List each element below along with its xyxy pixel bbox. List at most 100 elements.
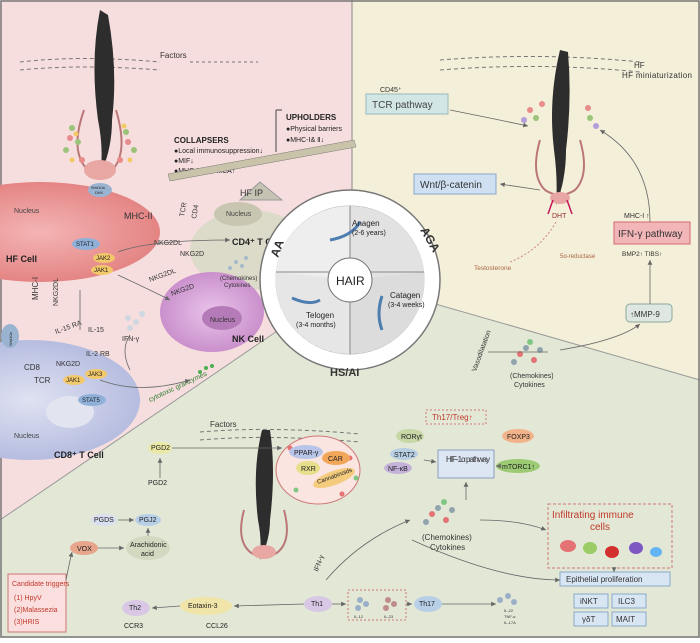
upholders-item-1: ●Physical barriers [286, 126, 342, 133]
aga-arrows [449, 109, 653, 353]
upholders-title: UPHOLDERS [286, 113, 337, 122]
svg-text:RXR: RXR [301, 466, 316, 473]
svg-text:γδT: γδT [582, 615, 595, 624]
hf-ip-label: HF IP [240, 188, 263, 198]
hsai-factors-label: Factors [210, 420, 237, 429]
collapsers-item-2: ●MIF↓ [174, 158, 194, 165]
svg-text:STAT2: STAT2 [394, 452, 415, 459]
innate-cells: iNKT ILC3 γδT MAIT [573, 593, 647, 627]
jak2-label-hf: JAK2 [96, 256, 111, 262]
hf-cell-label: HF Cell [6, 254, 37, 264]
svg-text:iNKT: iNKT [580, 597, 598, 606]
tcr-cd8-label: TCR [34, 376, 51, 385]
svg-text:PGJ2: PGJ2 [139, 517, 157, 524]
aa-hair-follicle [19, 10, 161, 180]
testosterone-label: Testosterone [474, 265, 512, 272]
candidate-item-2: (2)Malassezia [14, 607, 58, 614]
il15-label: IL-15 [88, 327, 104, 334]
nkg2dl-label-1: NKG2DL [154, 240, 182, 247]
svg-text:RORγt: RORγt [401, 434, 422, 441]
jak1-label-cd8: JAK1 [66, 378, 81, 384]
infiltrating-label: Infiltrating immune [552, 510, 634, 521]
hf-miniaturization-label-1: HF [634, 61, 645, 70]
aa-arrows [79, 237, 231, 388]
hf-miniaturization-label: HF miniaturization [622, 71, 692, 80]
hsai-section-label: HS/AI [330, 367, 359, 379]
epithelial-label: Epithelial proliferation [566, 575, 643, 584]
mhc-i-label: MHC-I [31, 277, 40, 300]
mmp9-box [625, 303, 673, 323]
ifn-pathway-label: IFN-γ pathway [618, 229, 682, 240]
svg-text:PGD2: PGD2 [151, 445, 170, 452]
nkg2d-label-3: NKG2D [56, 361, 80, 368]
hsai-chemokine-cluster: (Chemokines) Cytokines [422, 499, 472, 552]
svg-text:Cytokines: Cytokines [430, 543, 465, 552]
svg-text:Arachidonic: Arachidonic [130, 542, 167, 549]
wnt10a-top: Wnt10a DKK [88, 183, 112, 197]
svg-text:FOXP3: FOXP3 [507, 434, 530, 441]
telogen-duration: (3-4 months) [296, 322, 336, 329]
tcr-label: TCR [179, 202, 188, 217]
wnt10a-left: Wnt10a [1, 324, 19, 348]
nk-nucleus-label: Nucleus [210, 317, 236, 324]
svg-text:Th1: Th1 [311, 601, 323, 608]
mhc-ii-label: MHC-II [124, 211, 153, 221]
svg-text:DKK: DKK [95, 190, 104, 195]
anagen-label: Anagen [352, 219, 380, 228]
svg-text:acid: acid [141, 551, 154, 558]
hf-cell-body [0, 182, 160, 282]
catagen-duration: (3-4 weeks) [388, 302, 425, 309]
t-helper-cells: Th1 Th17 Th2 CCR3 Eotaxin-3 CCL26 [122, 596, 442, 630]
hair-cycle-wheel: HAIR AA AGA HS/AI Anagen (2-6 years) Cat… [259, 189, 443, 379]
aga-chemokines-label: (Chemokines) [510, 373, 554, 380]
jak1-label-hf: JAK1 [94, 268, 109, 274]
svg-text:Wnt10a: Wnt10a [8, 331, 13, 346]
cd4-nucleus-label: Nucleus [226, 211, 252, 218]
anagen-duration: (2-6 years) [352, 230, 386, 237]
hif-label: HIF-1α pathway [446, 455, 490, 464]
infiltrating-cells-box [547, 503, 673, 569]
il23-label: IL-23 [384, 614, 394, 619]
aa-section-label: AA [268, 238, 287, 259]
cd45-label: CD45⁺ [380, 87, 402, 94]
svg-text:VOX: VOX [77, 546, 92, 553]
svg-text:CCR3: CCR3 [124, 623, 143, 630]
infiltrating-label-2: cells [590, 522, 610, 533]
svg-text:(Chemokines): (Chemokines) [422, 533, 472, 542]
prostaglandin-pathway: PGD2 PGD2 PGDS PGJ2 Arachidonic acid VOX [70, 442, 172, 560]
tcr-pathway-box [365, 93, 449, 115]
nkg2d-label-1: NKG2D [180, 251, 204, 258]
candidate-item-1: (1) HpyV [14, 595, 42, 602]
nk-cell-label: NK Cell [232, 334, 264, 344]
il22-label: IL-22 [504, 608, 514, 613]
wnt-label: Wnt/β-catenin [420, 180, 482, 191]
svg-text:Wnt10a: Wnt10a [91, 185, 106, 190]
nkg2dl-label-3: NKG2DL [53, 278, 60, 306]
cd8-label: CD8 [24, 363, 41, 372]
jak-stat-nodes: STAT1 JAK2 JAK1 JAK1 JAK3 STAT5 [63, 238, 115, 406]
mhc-i-up-label: MHC-I ↑ [624, 213, 650, 220]
candidate-title: Candidate triggers [12, 581, 70, 588]
cd4-cell-label: CD4⁺ T Cell [232, 237, 282, 247]
collapsers-title: COLLAPSERS [174, 136, 229, 145]
stat5-label-cd8: STAT5 [82, 398, 100, 404]
svg-text:PGD2: PGD2 [148, 480, 167, 487]
svg-text:mTORC1↑: mTORC1↑ [502, 464, 535, 471]
svg-text:CCL26: CCL26 [206, 623, 228, 630]
upholders-item-2: ●MHC-Ⅰ& Ⅱ↓ [286, 137, 324, 144]
upholders-box: UPHOLDERS ●Physical barriers ●MHC-Ⅰ& Ⅱ↓ [275, 109, 342, 152]
dht-label: DHT [552, 213, 567, 220]
svg-text:PPAR-γ: PPAR-γ [294, 450, 319, 457]
cd8-nucleus-label: Nucleus [14, 433, 40, 440]
wnt-box [413, 173, 497, 195]
hair-center-label: HAIR [336, 274, 365, 288]
tcr-pathway-label: TCR pathway [372, 100, 433, 111]
immune-cell-icons [560, 540, 662, 558]
cd8-cell-label: CD8⁺ T Cell [54, 450, 104, 460]
aa-factors-label: Factors [160, 51, 187, 60]
svg-text:PGDS: PGDS [94, 517, 114, 524]
aa-receptors: MHC-II TCR CD4 NKG2DL NKG2D NKG2DL NKG2D… [24, 202, 204, 385]
il12-il23-box [347, 589, 407, 621]
reductase-label: 5α-reductase [560, 254, 596, 260]
